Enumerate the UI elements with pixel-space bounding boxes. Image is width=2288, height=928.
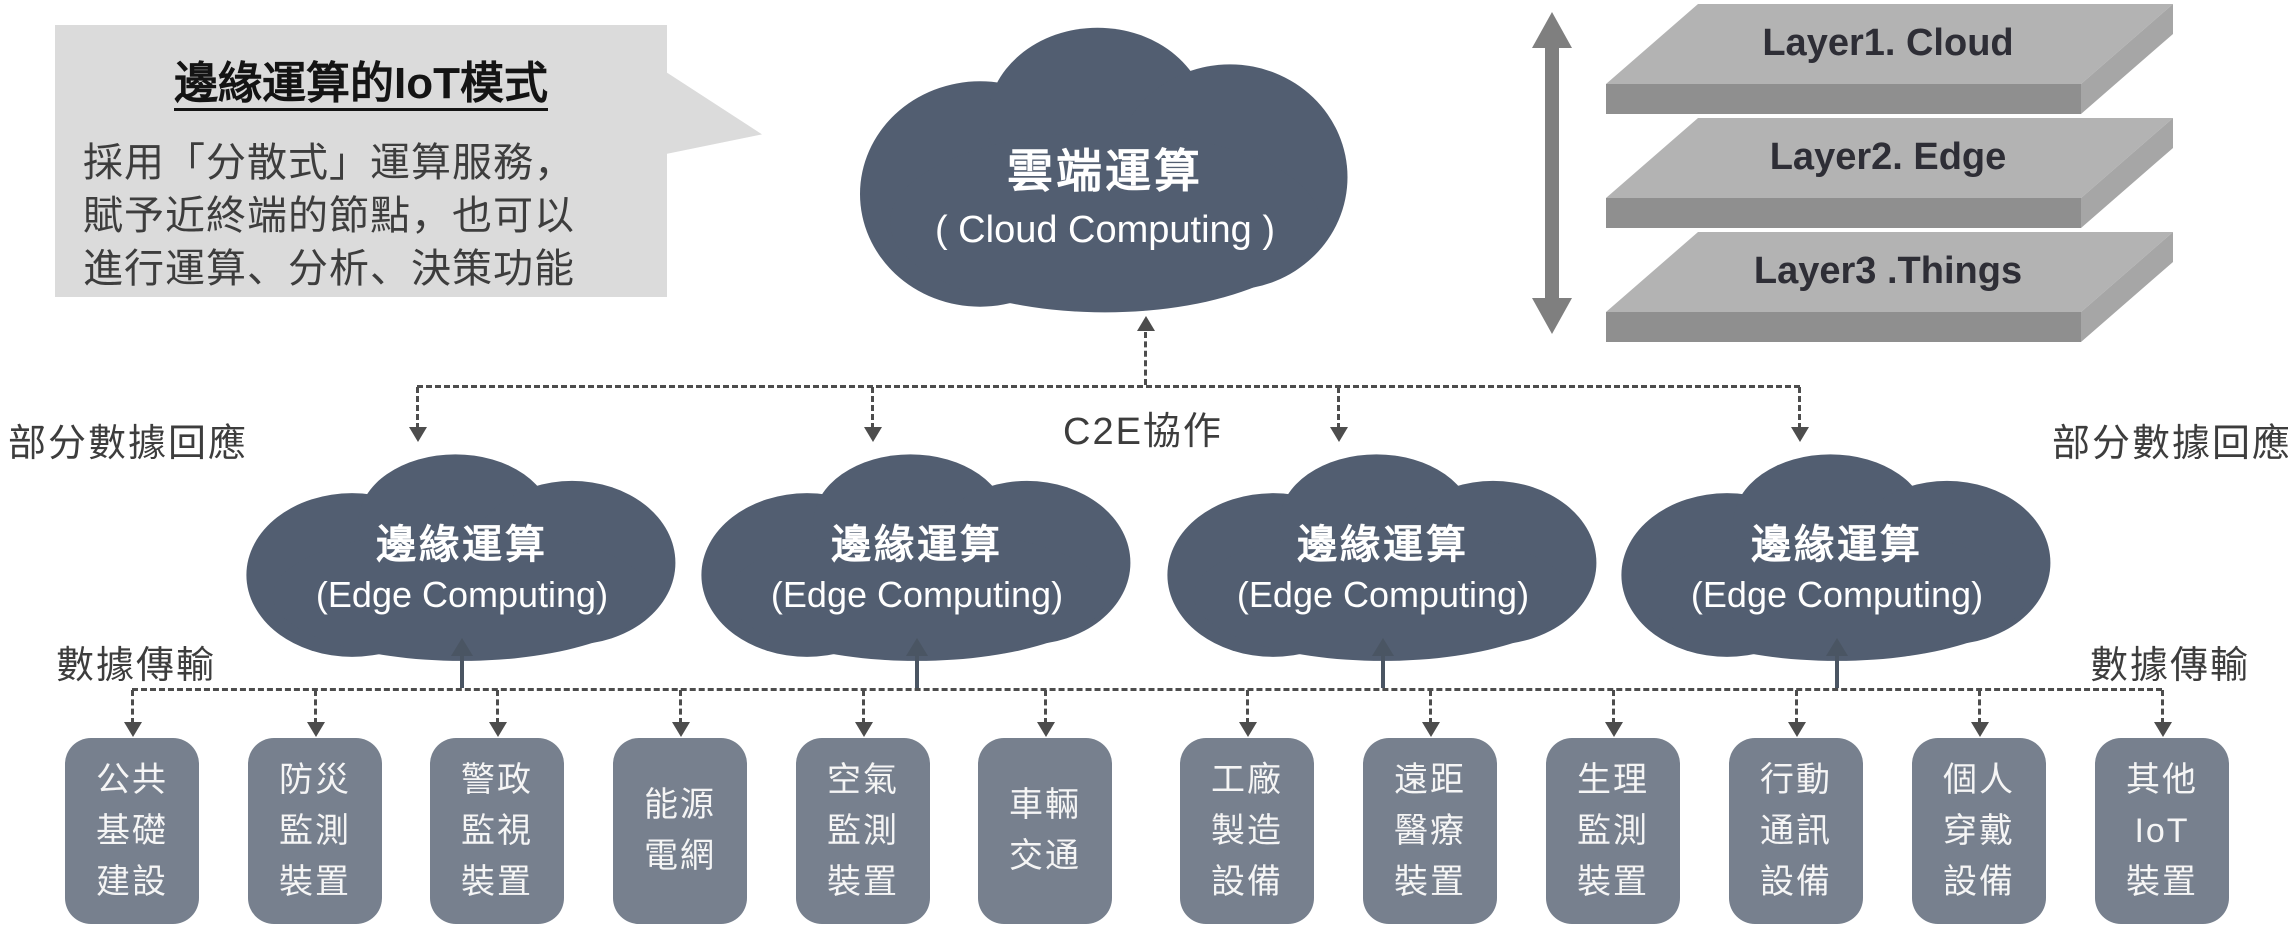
cloud-computing-node: 雲端運算 ( Cloud Computing ) [855,8,1355,318]
downlink-device-6 [1044,690,1047,724]
edge-title: 邊緣運算 [376,522,548,567]
cloud-subtitle: ( Cloud Computing ) [934,208,1276,251]
edge-subtitle: (Edge Computing) [1690,573,1984,615]
label-c2e-collaboration: C2E協作 [1063,411,1223,453]
edge-cloud-2-label: 邊緣運算 (Edge Computing) [697,440,1137,665]
downlink-device-6-arrowhead [1037,722,1055,737]
label-data-transfer-right: 數據傳輸 [2090,645,2251,687]
downlink-device-10-arrowhead [1788,722,1806,737]
downlink-edge3 [1337,387,1340,429]
edge-title: 邊緣運算 [1751,522,1923,567]
edge-subtitle: (Edge Computing) [770,573,1064,615]
downlink-device-9 [1612,690,1615,724]
downlink-device-12 [2161,690,2164,724]
downlink-device-5-arrowhead [855,722,873,737]
downlink-device-8-arrowhead [1422,722,1440,737]
cloud-computing-label: 雲端運算 ( Cloud Computing ) [855,8,1355,318]
downlink-device-10 [1795,690,1798,724]
uplink-edge1 [460,654,464,688]
downlink-device-4-arrowhead [672,722,690,737]
downlink-device-3 [496,690,499,724]
cloud-icon [701,454,1131,661]
cloud-title: 雲端運算 [1007,144,1203,197]
callout-box: 邊緣運算的IoT模式 採用「分散式」運算服務， 賦予近終端的節點，也可以 進行運… [55,25,667,297]
edge-title: 邊緣運算 [1297,522,1469,567]
cloud-icon [1621,454,2051,661]
edge-cloud-3-label: 邊緣運算 (Edge Computing) [1163,440,1603,665]
uplink-edge1-arrowhead [451,638,473,656]
device-personal-wearable: 個人 穿戴 設備 [1912,738,2046,924]
label-partial-response-right: 部分數據回應 [2052,423,2288,465]
device-energy-grid: 能源 電網 [613,738,747,924]
label-data-transfer-left: 數據傳輸 [56,645,217,687]
arrow-head-up [1532,12,1572,48]
callout-title: 邊緣運算的IoT模式 [174,59,548,108]
device-air-monitoring: 空氣 監測 裝置 [796,738,930,924]
layer2-label: Layer2. Edge [1769,136,2007,178]
callout-tail [666,72,762,154]
edge-subtitle: (Edge Computing) [315,573,609,615]
device-public-infrastructure: 公共 基礎 建設 [65,738,199,924]
downlink-device-7-arrowhead [1239,722,1257,737]
downlink-edge1 [416,387,419,429]
uplink-to-cloud [1144,332,1147,385]
arrow-shaft [1545,48,1559,298]
downlink-device-4 [679,690,682,724]
downlink-device-9-arrowhead [1605,722,1623,737]
uplink-edge4 [1835,654,1839,688]
cloud-icon [1167,454,1597,661]
device-mobile-comm: 行動 通訊 設備 [1729,738,1863,924]
downlink-device-1 [131,690,134,724]
callout-body: 採用「分散式」運算服務， 賦予近終端的節點，也可以 進行運算、分析、決策功能 [83,141,575,291]
device-disaster-monitoring: 防災 監測 裝置 [248,738,382,924]
edge-cloud-4: 邊緣運算 (Edge Computing) [1617,440,2057,665]
downlink-device-3-arrowhead [489,722,507,737]
downlink-device-11-arrowhead [1971,722,1989,737]
edge-cloud-4-label: 邊緣運算 (Edge Computing) [1617,440,2057,665]
uplink-edge4-arrowhead [1826,638,1848,656]
downlink-edge3-arrowhead [1330,427,1348,442]
edge-title: 邊緣運算 [831,522,1003,567]
updown-arrow-icon [1532,12,1572,334]
uplink-edge2-arrowhead [906,638,928,656]
downlink-edge4 [1798,387,1801,429]
device-other-iot: 其他 IoT 裝置 [2095,738,2229,924]
edge-cloud-1-label: 邊緣運算 (Edge Computing) [242,440,682,665]
downlink-edge2-arrowhead [864,427,882,442]
downlink-edge2 [871,387,874,429]
device-telemedicine: 遠距 醫療 裝置 [1363,738,1497,924]
edge-cloud-3: 邊緣運算 (Edge Computing) [1163,440,1603,665]
downlink-edge1-arrowhead [409,427,427,442]
arrow-head-down [1532,298,1572,334]
cloud-icon [860,27,1348,313]
downlink-device-2-arrowhead [307,722,325,737]
downlink-device-12-arrowhead [2154,722,2172,737]
cloud-icon [246,454,676,661]
downlink-device-5 [862,690,865,724]
device-vehicle-traffic: 車輛 交通 [978,738,1112,924]
downlink-device-11 [1978,690,1981,724]
uplink-edge3-arrowhead [1372,638,1394,656]
device-bus-line [132,688,2162,691]
edge-subtitle: (Edge Computing) [1236,573,1530,615]
uplink-edge2 [915,654,919,688]
uplink-edge3 [1381,654,1385,688]
downlink-device-2 [314,690,317,724]
c2e-bus-line [417,385,1800,388]
downlink-device-1-arrowhead [124,722,142,737]
downlink-device-7 [1246,690,1249,724]
layer-stack [1606,4,2173,342]
edge-cloud-1: 邊緣運算 (Edge Computing) [242,440,682,665]
device-factory-equipment: 工廠 製造 設備 [1180,738,1314,924]
downlink-device-8 [1429,690,1432,724]
device-police-surveillance: 警政 監視 裝置 [430,738,564,924]
layer1-label: Layer1. Cloud [1762,22,2014,64]
label-partial-response-left: 部分數據回應 [8,423,249,465]
downlink-edge4-arrowhead [1791,427,1809,442]
layer3-label: Layer3 .Things [1753,250,2023,292]
uplink-arrowhead [1137,316,1155,331]
edge-cloud-2: 邊緣運算 (Edge Computing) [697,440,1137,665]
device-physiological-monitor: 生理 監測 裝置 [1546,738,1680,924]
